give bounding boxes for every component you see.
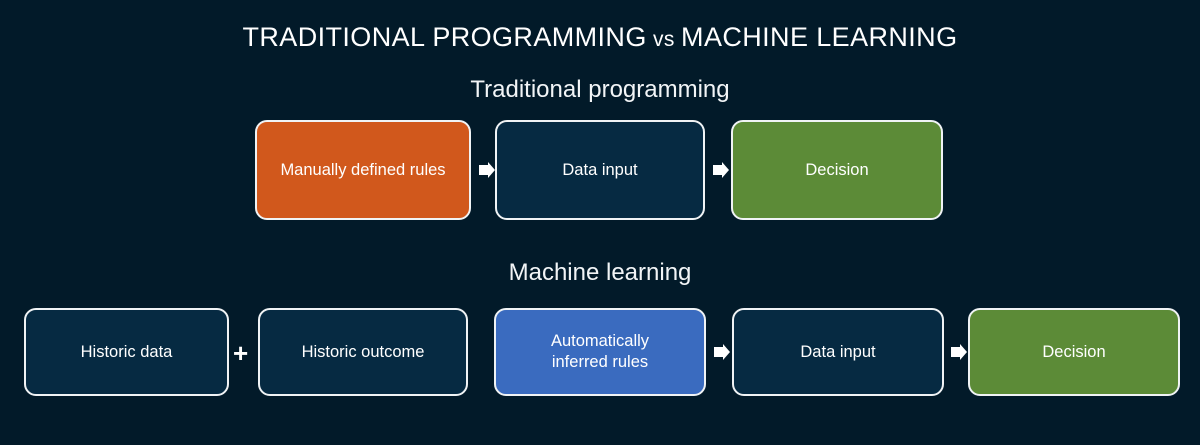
node-decision-tp: Decision — [731, 120, 943, 220]
arrow-icon-ml-2 — [949, 342, 969, 362]
title-part-1: TRADITIONAL PROGRAMMING — [242, 22, 647, 52]
node-historic-outcome: Historic outcome — [258, 308, 468, 396]
node-historic-data: Historic data — [24, 308, 229, 396]
plus-symbol-icon: + — [233, 338, 249, 368]
section-heading-traditional-programming: Traditional programming — [470, 76, 730, 103]
arrow-icon-tp-2 — [711, 160, 731, 180]
arrow-icon-ml-1 — [712, 342, 732, 362]
node-label-line-1: Automatically — [550, 332, 650, 351]
title-vs: vs — [652, 28, 675, 51]
title-part-2: MACHINE LEARNING — [681, 22, 958, 52]
section-heading-machine-learning: Machine learning — [508, 259, 692, 286]
arrow-icon-tp-1 — [477, 160, 497, 180]
node-data-input-ml: Data input — [732, 308, 944, 396]
node-data-input-tp: Data input — [495, 120, 705, 220]
node-label-line-2: inferred rules — [551, 353, 649, 371]
node-manually-defined-rules: Manually defined rules — [255, 120, 471, 220]
node-automatically-inferred-rules: Automatically inferred rules — [494, 308, 706, 396]
node-decision-ml: Decision — [968, 308, 1180, 396]
page-title: TRADITIONAL PROGRAMMING vs MACHINE LEARN… — [0, 22, 1200, 53]
